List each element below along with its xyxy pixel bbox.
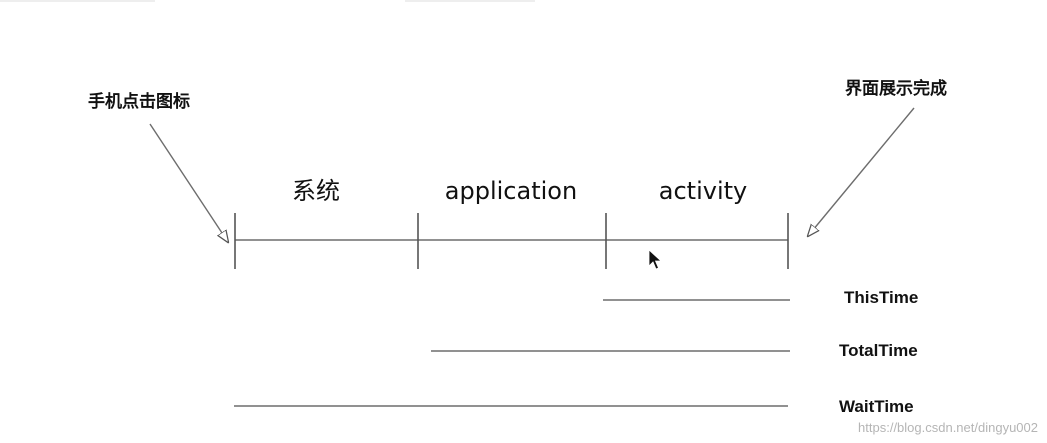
top-edge-bar-center: [405, 0, 535, 2]
start-pointer-arrow: [149, 123, 228, 242]
start-annotation-label: 手机点击图标: [88, 91, 190, 112]
watermark-text: https://blog.csdn.net/dingyu002: [858, 420, 1038, 435]
end-pointer-arrow: [808, 107, 915, 236]
metric-label-waittime: WaitTime: [839, 397, 914, 416]
metric-label-thistime: ThisTime: [844, 288, 918, 307]
phase-label-application: application: [445, 177, 577, 205]
end-annotation-label: 界面展示完成: [845, 78, 947, 99]
phase-label-system: 系统: [292, 177, 340, 205]
top-edge-bar-left: [0, 0, 155, 2]
metric-label-totaltime: TotalTime: [839, 341, 918, 360]
phase-label-activity: activity: [659, 177, 747, 205]
mouse-cursor-icon: [648, 249, 663, 270]
